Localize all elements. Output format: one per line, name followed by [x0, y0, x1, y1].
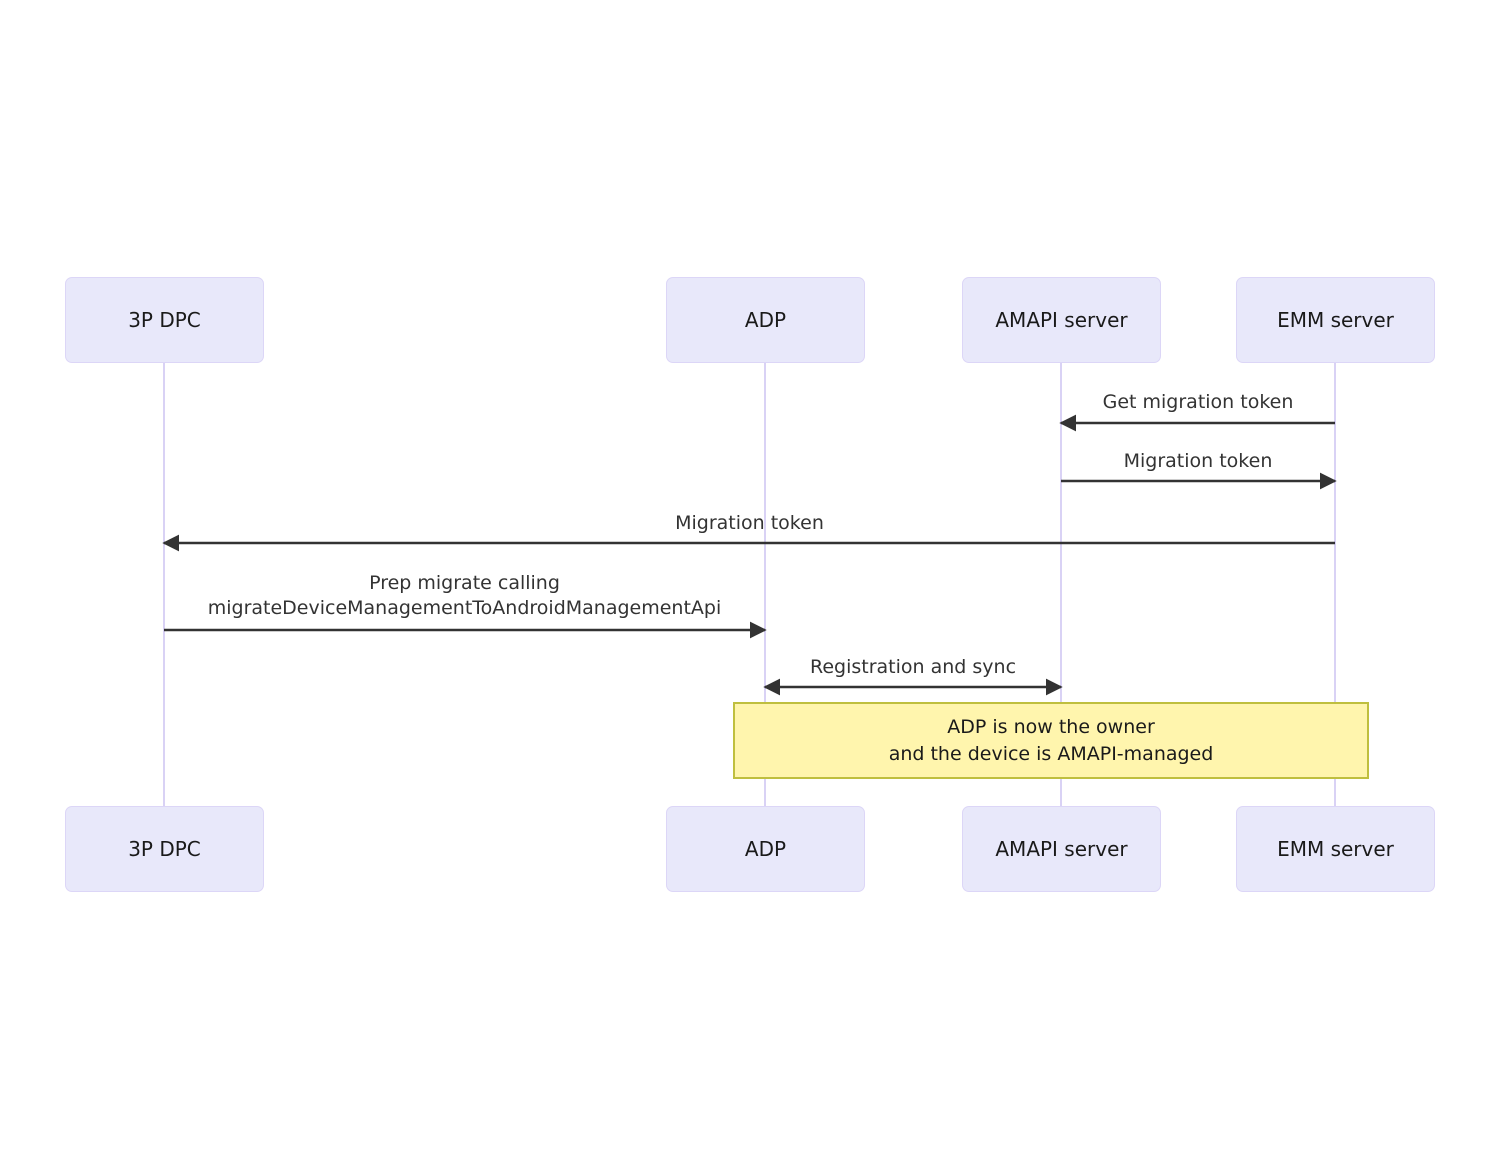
participant-label: AMAPI server [995, 308, 1128, 332]
participant-label: AMAPI server [995, 837, 1128, 861]
participant-adp-top[interactable]: ADP [666, 277, 865, 363]
participant-label: EMM server [1277, 308, 1394, 332]
participant-label: 3P DPC [128, 837, 201, 861]
participant-adp-bottom[interactable]: ADP [666, 806, 865, 892]
participant-emm-top[interactable]: EMM server [1236, 277, 1435, 363]
participant-label: 3P DPC [128, 308, 201, 332]
note-n1: ADP is now the owner and the device is A… [733, 702, 1369, 779]
participant-dpc-top[interactable]: 3P DPC [65, 277, 264, 363]
message-arrows-group [162, 414, 1337, 696]
participant-label: EMM server [1277, 837, 1394, 861]
participant-label: ADP [744, 837, 787, 861]
participant-amapi-bottom[interactable]: AMAPI server [962, 806, 1161, 892]
note-text: ADP is now the owner and the device is A… [888, 715, 1214, 765]
participant-dpc-bottom[interactable]: 3P DPC [65, 806, 264, 892]
participant-amapi-top[interactable]: AMAPI server [962, 277, 1161, 363]
participant-emm-bottom[interactable]: EMM server [1236, 806, 1435, 892]
participant-label: ADP [744, 308, 787, 332]
